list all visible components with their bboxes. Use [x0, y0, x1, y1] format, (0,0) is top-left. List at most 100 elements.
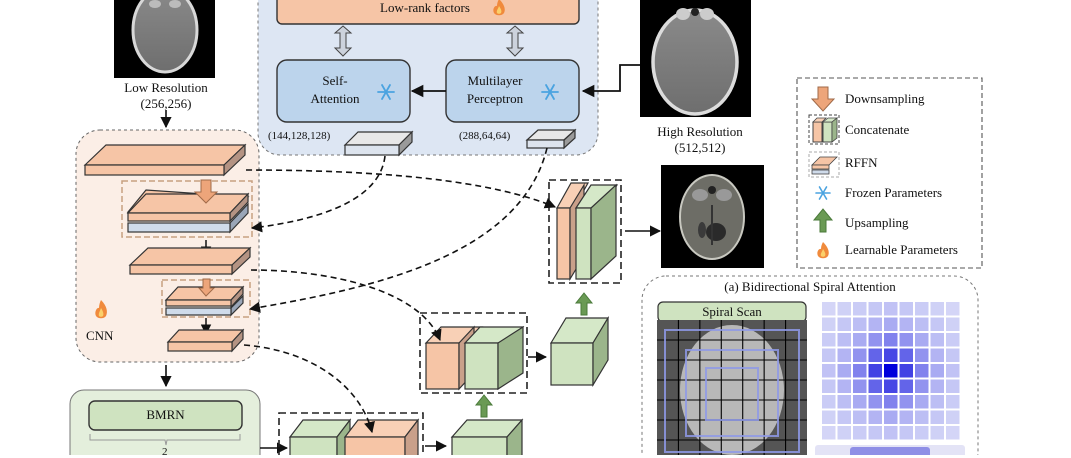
heatmap-cell [853, 426, 867, 440]
heatmap-cell [915, 348, 929, 362]
high-res-label: High Resolution [657, 124, 743, 139]
heatmap-cell [853, 317, 867, 331]
snowflake-icon [541, 84, 559, 100]
heatmap-cell [930, 317, 944, 331]
legend-item-label: Upsampling [845, 215, 909, 230]
heatmap-cell [946, 410, 960, 424]
heatmap-cell [884, 317, 898, 331]
heatmap-cell [915, 395, 929, 409]
heatmap-cell [915, 426, 929, 440]
heatmap-cell [837, 317, 851, 331]
legend-item-label: Frozen Parameters [845, 185, 943, 200]
heatmap-cell [946, 348, 960, 362]
heatmap-cell [868, 395, 882, 409]
legend-panel [796, 77, 983, 269]
cnn-label: CNN [86, 328, 114, 343]
rffn-icon [808, 151, 840, 178]
concatenate-icon [808, 114, 840, 145]
feature-shape-1: (144,128,128) [268, 130, 331, 142]
heatmap-cell [899, 348, 913, 362]
heatmap-cell [822, 302, 836, 316]
heatmap-cell [868, 302, 882, 316]
heatmap-cell [837, 364, 851, 378]
high-resolution-ct-image [640, 0, 751, 117]
self-attention-box [276, 59, 411, 123]
slab-green-t [574, 183, 619, 281]
heatmap-cell [884, 364, 898, 378]
high-res-size: (512,512) [674, 140, 726, 155]
heatmap-cell [822, 317, 836, 331]
low-rank-factors-label: Low-rank factors [380, 0, 470, 15]
heatmap-cell [930, 302, 944, 316]
heatmap-cell [822, 395, 836, 409]
snowflake-icon [815, 186, 831, 200]
heatmap-cell [822, 364, 836, 378]
flame-icon [95, 300, 107, 319]
cnn-layer-3 [128, 246, 252, 276]
heatmap-cell [946, 395, 960, 409]
heatmap-cell [946, 426, 960, 440]
heatmap-cell [915, 302, 929, 316]
heatmap-cell [946, 379, 960, 393]
heatmap-cell [899, 333, 913, 347]
heatmap-cell [884, 410, 898, 424]
heatmap-cell [899, 302, 913, 316]
heatmap-cell [899, 395, 913, 409]
heatmap-cell [837, 410, 851, 424]
heatmap-cell [915, 317, 929, 331]
heatmap-cell [946, 364, 960, 378]
low-res-size: (256,256) [140, 96, 192, 111]
low-resolution-ct-image [114, 0, 215, 78]
snowflake-icon [377, 84, 395, 100]
flame-icon [493, 0, 505, 16]
cube-green-m2 [549, 315, 610, 388]
heatmap-cell [822, 426, 836, 440]
concat-block-2 [419, 312, 528, 394]
cube-peach-b1 [343, 418, 420, 455]
skip-connections [243, 147, 557, 434]
bidirectional-arrow-left [333, 25, 353, 57]
cnn-panel [75, 129, 260, 363]
cube-green-b1 [288, 418, 352, 455]
bmrn-panel [69, 389, 261, 455]
heatmap-cell [837, 348, 851, 362]
heatmap-cell [853, 395, 867, 409]
heatmap-cell [930, 333, 944, 347]
low-res-label: Low Resolution [124, 80, 208, 95]
heatmap-cell [853, 364, 867, 378]
rffn-block-1 [121, 180, 253, 238]
heatmap-cell [853, 379, 867, 393]
concat-block-1 [548, 179, 622, 284]
heatmap-cell [884, 333, 898, 347]
self-attention-label-2: Attention [310, 91, 360, 106]
feature-slab-1 [343, 130, 414, 157]
heatmap-cell [930, 426, 944, 440]
heatmap-cell [868, 364, 882, 378]
heatmap-cell [884, 395, 898, 409]
downsampling-arrow-icon [810, 86, 836, 112]
heatmap-cell [837, 379, 851, 393]
spiral-scan-image [657, 320, 807, 455]
spiral-scan-label: Spiral Scan [702, 304, 762, 319]
output-mri-image [661, 165, 764, 268]
heatmap-cell [868, 426, 882, 440]
heatmap-cell [884, 379, 898, 393]
flame-icon [817, 242, 829, 259]
heatmap-cell [837, 395, 851, 409]
heatmap-cell [930, 364, 944, 378]
downsampling-arrow-icon [197, 278, 216, 297]
concat-block-3 [278, 412, 424, 455]
heatmap-cell [915, 379, 929, 393]
upsampling-arrow-icon [574, 292, 594, 316]
bmrn-box [88, 400, 243, 431]
spiral-attention-panel [641, 275, 979, 455]
feature-shape-2: (288,64,64) [459, 130, 511, 142]
cube-green-m [463, 325, 525, 391]
mlp-label-1: Multilayer [467, 73, 523, 88]
heatmap-cell [930, 395, 944, 409]
heatmap-cell [837, 302, 851, 316]
heatmap-cell [946, 302, 960, 316]
heatmap-cell [884, 426, 898, 440]
heatmap-cell [837, 333, 851, 347]
heatmap-cell [822, 333, 836, 347]
